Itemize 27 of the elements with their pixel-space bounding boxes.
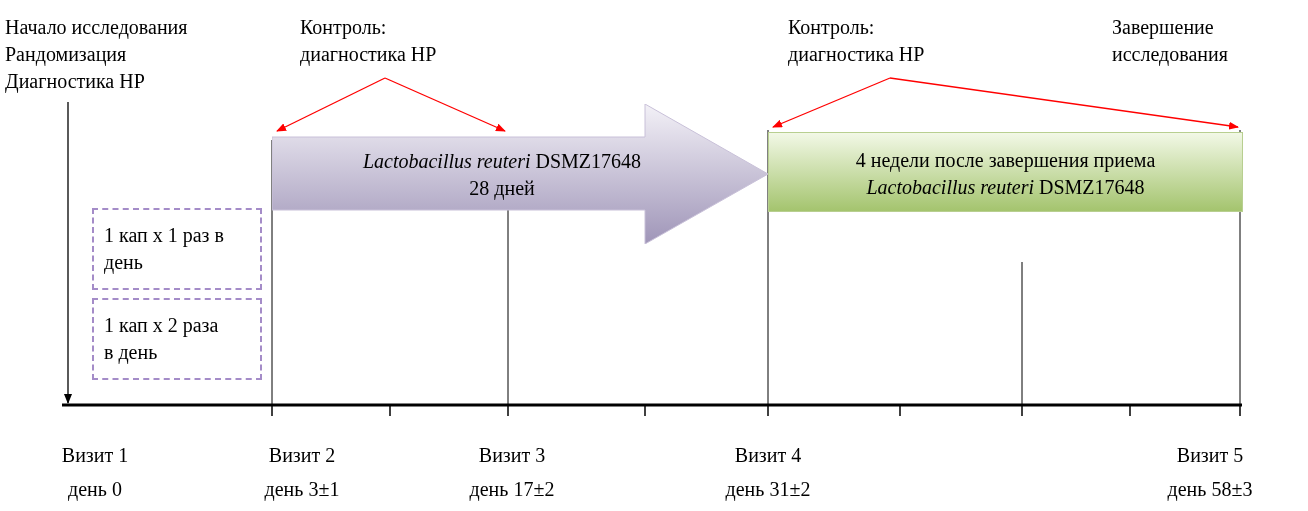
day-label: день 31±2: [725, 478, 811, 501]
caption-text: Контроль: диагностика HP: [300, 15, 438, 68]
caption-text: Завершение исследования: [1112, 15, 1229, 68]
visit-label: Визит 2: [268, 444, 336, 467]
dosage-box: [92, 208, 262, 290]
arrow: [889, 77, 1239, 130]
arrow: [276, 77, 386, 132]
caption-text: Начало исследования Рандомизация Диагностика HP: [5, 15, 189, 95]
phase-box: [768, 132, 1243, 212]
arrow: [384, 77, 506, 132]
visit-label: Визит 4: [734, 444, 802, 467]
arrow: [772, 77, 891, 128]
phase-label: 4 недели после завершения приема Lactobacillus reuteri DSMZ17648: [854, 148, 1157, 200]
arrow-label: 28 дней: [468, 176, 536, 202]
visit-label: Визит 3: [478, 444, 546, 467]
arrow: [64, 101, 72, 404]
day-label: день 0: [68, 478, 122, 501]
dosage-label: 1 кап х 2 раза в день: [104, 313, 220, 366]
arrow-label: Lactobacillus reuteri DSMZ17648: [361, 149, 643, 174]
visit-label: Визит 1: [61, 444, 129, 467]
dosage-box: [92, 298, 262, 380]
dosage-label: 1 кап х 1 раз в день: [104, 223, 224, 276]
visit-label: Визит 5: [1176, 444, 1244, 467]
day-label: день 58±3: [1167, 478, 1253, 501]
day-label: день 3±1: [264, 478, 340, 501]
caption-text: Контроль: диагностика HP: [788, 15, 926, 68]
day-label: день 17±2: [469, 478, 555, 501]
